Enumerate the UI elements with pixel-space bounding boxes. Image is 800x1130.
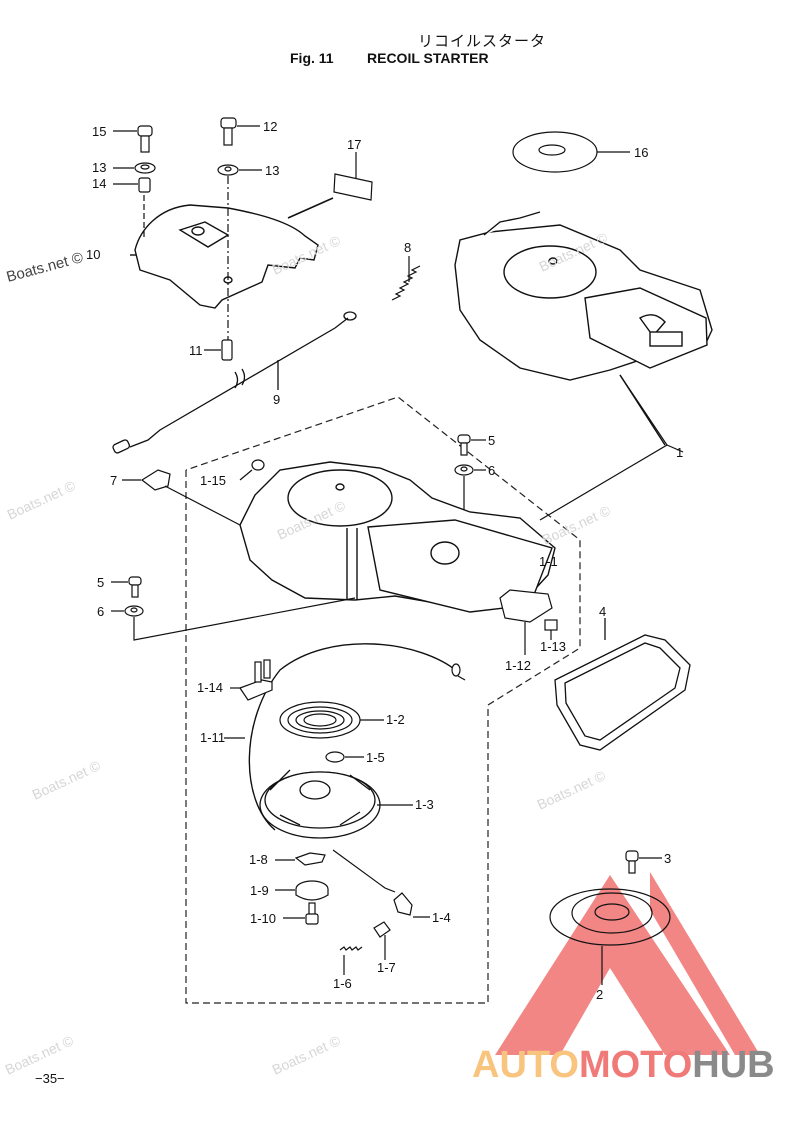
part-15-bolt (113, 125, 153, 153)
callout-1: 1 (676, 445, 683, 460)
part-1-14-guide (230, 659, 273, 701)
callout-5a: 5 (488, 433, 495, 448)
callout-4: 4 (599, 604, 606, 619)
callout-1-2: 1-2 (386, 712, 405, 727)
watermark-text: Boats.net © (540, 502, 614, 548)
callout-1-15: 1-15 (200, 473, 226, 488)
part-4-seal (554, 618, 691, 751)
part-9-cable (112, 311, 357, 454)
part-13-washer-left (113, 162, 156, 174)
callout-1-13: 1-13 (540, 639, 566, 654)
callout-1-8: 1-8 (249, 852, 268, 867)
watermark-text: Boats.net © (30, 757, 104, 803)
part-14-collar (113, 177, 151, 240)
callout-1-14: 1-14 (197, 680, 223, 695)
page-title: RECOIL STARTER (367, 50, 489, 66)
figure-number: Fig. 11 (290, 50, 334, 66)
part-3-bolt (625, 850, 662, 874)
callout-13a: 13 (92, 160, 106, 175)
part-12-bolt (220, 117, 260, 146)
callout-1-9: 1-9 (250, 883, 269, 898)
callout-16: 16 (634, 145, 648, 160)
watermark-text: Boats.net © (270, 1032, 344, 1078)
brand-logo-triangle (495, 872, 760, 1055)
callout-1-12: 1-12 (505, 658, 531, 673)
callout-3: 3 (664, 851, 671, 866)
watermark-text: Boats.net © (5, 249, 85, 286)
page-number: −35− (35, 1071, 65, 1086)
part-1-leader (539, 374, 668, 521)
callout-11: 11 (189, 343, 203, 358)
callout-17: 17 (347, 137, 361, 152)
part-6-washer-right (454, 464, 486, 510)
callout-1-10: 1-10 (250, 911, 276, 926)
part-5-bolt-right (457, 434, 486, 456)
callout-7: 7 (110, 473, 117, 488)
part-6-washer-left (111, 597, 356, 641)
callout-6b: 6 (97, 604, 104, 619)
watermark-text: Boats.net © (5, 477, 79, 523)
part-1-8-plate (275, 849, 396, 893)
callout-1-5: 1-5 (366, 750, 385, 765)
part-1-recoil-starter-assembly (454, 211, 713, 446)
part-8-spring (391, 256, 421, 301)
part-2-drum-plate (549, 888, 671, 985)
part-1-5-clip (325, 751, 364, 763)
part-1-10-screw (283, 902, 319, 925)
callout-1-1: 1-1 (539, 554, 558, 569)
part-1-11-rope-end (451, 663, 466, 681)
brand-moto: MOTO (578, 1044, 693, 1086)
callout-12: 12 (263, 119, 277, 134)
part-1-11-rope (248, 643, 459, 831)
callout-14: 14 (92, 176, 106, 191)
part-1-7-collar (373, 921, 391, 960)
part-1-3-reel (259, 769, 413, 839)
part-1-4-pawl (393, 892, 430, 918)
title-japanese: リコイルスタータ (418, 32, 547, 50)
callout-2: 2 (596, 987, 603, 1002)
callout-8: 8 (404, 240, 411, 255)
callout-5b: 5 (97, 575, 104, 590)
callout-13b: 13 (265, 163, 279, 178)
part-7-bracket (122, 469, 241, 526)
part-16-decal (512, 131, 630, 173)
part-1-6-spring (339, 946, 363, 975)
callout-15: 15 (92, 124, 106, 139)
brand-logo-text: AUTOMOTOHUB (472, 1044, 775, 1087)
part-11-collar (204, 339, 233, 361)
callout-1-7: 1-7 (377, 960, 396, 975)
callout-1-3: 1-3 (415, 797, 434, 812)
part-1-13-cap (544, 619, 558, 640)
brand-auto: AUTO (472, 1044, 579, 1086)
callout-9: 9 (273, 392, 280, 407)
brand-hub: HUB (692, 1044, 775, 1086)
part-1-inner-case (239, 461, 556, 613)
assembly-1-boundary (185, 396, 581, 1004)
watermark-text: Boats.net © (535, 767, 609, 813)
part-17-label (287, 152, 373, 219)
callout-1-11: 1-11 (200, 730, 225, 745)
callout-1-4: 1-4 (432, 910, 451, 925)
part-1-15-clip (239, 459, 265, 481)
callout-10: 10 (86, 247, 100, 262)
part-5-bolt-left (111, 576, 142, 598)
part-1-12-handle (499, 589, 553, 655)
part-13-washer-right (217, 164, 262, 340)
part-1-9-cap (275, 880, 329, 901)
callout-6a: 6 (488, 463, 495, 478)
callout-1-6: 1-6 (333, 976, 352, 991)
part-1-2-spiral-spring (279, 701, 384, 739)
